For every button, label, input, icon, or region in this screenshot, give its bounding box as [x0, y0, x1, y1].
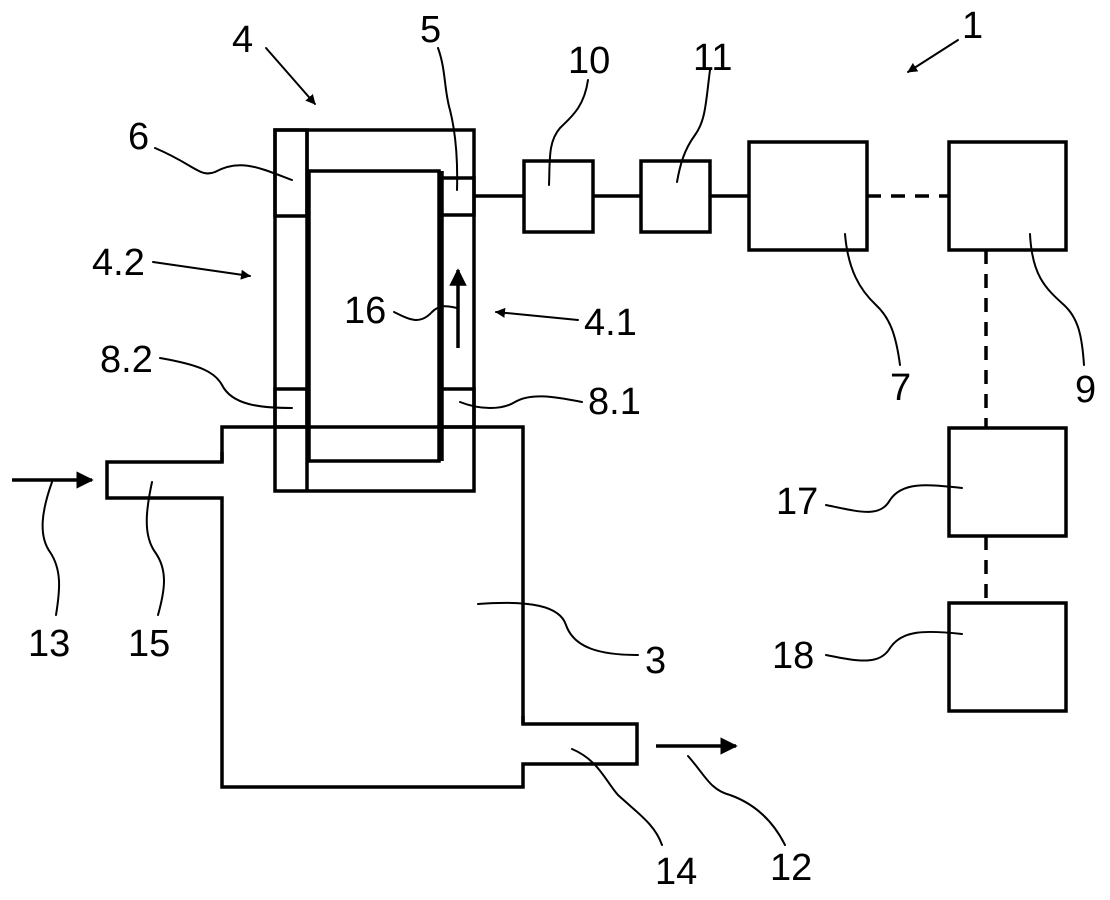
label-4-2: 4.2 [92, 242, 145, 284]
label-16: 16 [344, 290, 386, 332]
label-8-2: 8.2 [100, 339, 153, 381]
label-4-1: 4.1 [584, 302, 637, 344]
pointer-arrow-4-2 [152, 261, 251, 280]
tank-body [105, 425, 639, 789]
leader-15 [145, 481, 165, 616]
box-7 [747, 140, 869, 252]
leader-9 [1029, 233, 1085, 366]
label-10: 10 [568, 40, 610, 82]
label-5: 5 [420, 9, 441, 51]
label-1: 1 [962, 5, 983, 47]
leader-17 [825, 484, 963, 513]
box-17 [947, 426, 1068, 538]
label-18: 18 [772, 635, 814, 677]
box-9 [947, 140, 1068, 252]
label-9: 9 [1075, 369, 1096, 411]
pointer-arrow-1 [907, 39, 959, 73]
leader-8-1 [459, 395, 583, 409]
leader-13 [41, 481, 61, 616]
leader-16 [393, 305, 458, 321]
label-13: 13 [28, 623, 70, 665]
element-8-1 [439, 387, 476, 429]
label-8-1: 8.1 [588, 381, 641, 423]
leader-14 [571, 748, 663, 846]
leader-11 [676, 69, 711, 183]
box-18 [947, 601, 1068, 713]
leader-6 [154, 147, 293, 181]
element-6 [273, 128, 309, 218]
leader-7 [844, 233, 901, 366]
leader-10 [548, 79, 589, 186]
label-7: 7 [890, 367, 911, 409]
label-15: 15 [128, 623, 170, 665]
housing-inner [307, 169, 441, 463]
box-11 [639, 159, 712, 234]
label-17: 17 [776, 481, 818, 523]
housing-outer [273, 128, 476, 493]
label-3: 3 [645, 640, 666, 682]
label-4: 4 [232, 19, 253, 61]
label-11: 11 [693, 37, 732, 79]
leader-8-2 [159, 357, 293, 409]
leader-18 [825, 630, 963, 662]
leader-3 [477, 601, 639, 656]
pointer-arrow-4 [265, 47, 316, 105]
box-10 [522, 159, 595, 234]
leader-5 [437, 47, 459, 191]
label-6: 6 [128, 116, 149, 158]
label-14: 14 [655, 851, 697, 893]
leader-12 [687, 755, 786, 846]
pointer-arrow-4-1 [495, 307, 579, 321]
label-12: 12 [770, 847, 812, 889]
